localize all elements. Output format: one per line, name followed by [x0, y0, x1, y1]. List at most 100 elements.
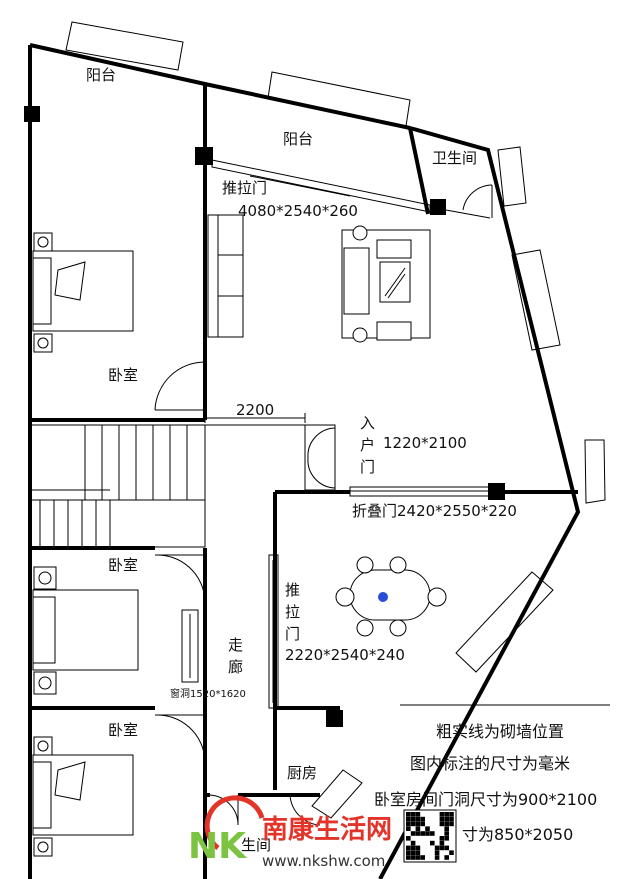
bedroom-2-furniture	[32, 566, 139, 695]
qr-cell	[434, 850, 440, 855]
label-sliding-door: 推拉门	[222, 179, 267, 197]
qr-cell	[444, 831, 449, 836]
qr-cell	[420, 816, 425, 822]
note-line-1: 粗实线为砌墙位置	[436, 722, 564, 741]
label-balcony-center: 阳台	[283, 130, 313, 148]
qr-cell	[406, 816, 411, 822]
qr-cell	[410, 845, 416, 851]
qr-cell	[415, 855, 421, 860]
qr-cell	[449, 821, 454, 827]
qr-cell	[406, 836, 411, 841]
qr-cell	[420, 855, 425, 860]
qr-cell	[425, 831, 430, 836]
qr-cell	[410, 840, 416, 846]
qr-cell	[406, 826, 411, 831]
qr-cell	[415, 821, 421, 827]
label-sliding-size: 4080*2540*260	[238, 202, 358, 220]
qr-cell	[410, 831, 416, 836]
dining-set	[335, 556, 447, 637]
column-3	[430, 199, 446, 215]
lamp-2	[352, 327, 368, 343]
qr-cell	[415, 826, 421, 831]
railing-top-left	[65, 21, 184, 71]
qr-cell	[406, 850, 411, 855]
qr-cell	[406, 821, 411, 827]
inner-sliding-door	[268, 554, 279, 709]
side-sofa	[343, 247, 370, 315]
qr-cell	[425, 826, 430, 831]
armchair-top	[376, 239, 412, 259]
qr-cell	[449, 850, 454, 855]
label-inner-size: 2220*2540*240	[285, 646, 405, 664]
long-sofa	[207, 214, 244, 338]
qr-cell	[406, 812, 411, 817]
qr-cell	[444, 821, 449, 827]
label-folding-door: 折叠门2420*2550*220	[352, 502, 517, 520]
qr-cell	[439, 812, 445, 817]
entry-door	[205, 424, 336, 491]
label-balcony-left: 阳台	[86, 66, 116, 84]
logo-ring-icon	[204, 795, 265, 850]
bedroom-1-furniture	[32, 232, 134, 353]
railing-right-1	[511, 249, 561, 351]
columns	[24, 106, 505, 727]
qr-cell	[444, 836, 449, 841]
qr-cell	[439, 816, 445, 822]
qr-cell	[439, 821, 445, 827]
qr-cell	[444, 816, 449, 822]
label-bath-bottom: 生间	[241, 836, 271, 854]
sliding-door-balcony	[211, 159, 431, 213]
railing-right-3	[455, 571, 554, 673]
qr-cell	[434, 845, 440, 851]
label-corridor-1: 走	[228, 636, 243, 654]
qr-cell	[415, 831, 421, 836]
railing-bath	[497, 146, 527, 207]
living-sofa-set	[207, 214, 431, 343]
qr-cell	[444, 812, 449, 817]
site-name: 南康生活网	[262, 814, 392, 845]
qr-cell	[439, 845, 445, 851]
qr-cell	[415, 845, 421, 851]
qr-cell	[444, 845, 449, 851]
railing-right-4	[311, 769, 363, 819]
qr-cell	[410, 812, 416, 817]
label-inner-1: 推	[285, 581, 300, 599]
lamp-1	[352, 225, 368, 241]
column-4	[488, 483, 505, 500]
qr-cell	[420, 831, 425, 836]
qr-cell	[439, 840, 445, 846]
balcony-railings	[65, 21, 606, 819]
qr-cell	[420, 821, 425, 827]
qr-cell	[444, 855, 449, 860]
label-entry-1: 入	[360, 414, 375, 432]
qr-cell	[410, 816, 416, 822]
qr-cell	[449, 816, 454, 822]
folding-door	[349, 486, 491, 497]
label-bedroom-2: 卧室	[108, 556, 138, 574]
note-line-4: 寸为850*2050	[462, 825, 573, 844]
column-1	[24, 106, 40, 122]
qr-cell	[410, 821, 416, 827]
bathroom-top-door	[445, 184, 493, 219]
label-entry-3: 门	[360, 458, 375, 476]
qr-cell	[415, 850, 421, 855]
window-hole-frame	[181, 609, 199, 683]
dimension-2200	[204, 413, 306, 423]
label-bedroom-1: 卧室	[108, 366, 138, 384]
qr-cell	[439, 836, 445, 841]
label-entry-size: 1220*2100	[383, 434, 467, 452]
logo-nk: NK	[188, 826, 247, 867]
watermark: NK 南康生活网 www.nkshw.com	[188, 795, 457, 870]
railing-top-center	[267, 71, 411, 127]
label-inner-3: 门	[285, 625, 300, 643]
qr-cell	[444, 826, 449, 831]
door-swings	[154, 361, 321, 826]
qr-cell	[430, 840, 435, 846]
note-line-3: 卧室房间门洞尺寸为900*2100	[374, 790, 597, 809]
qr-cell	[415, 816, 421, 822]
label-inner-2: 拉	[285, 603, 300, 621]
site-url: www.nkshw.com	[262, 852, 385, 870]
door-labels: 推拉门 4080*2540*260 入 户 门 1220*2100 折叠门242…	[170, 179, 517, 700]
